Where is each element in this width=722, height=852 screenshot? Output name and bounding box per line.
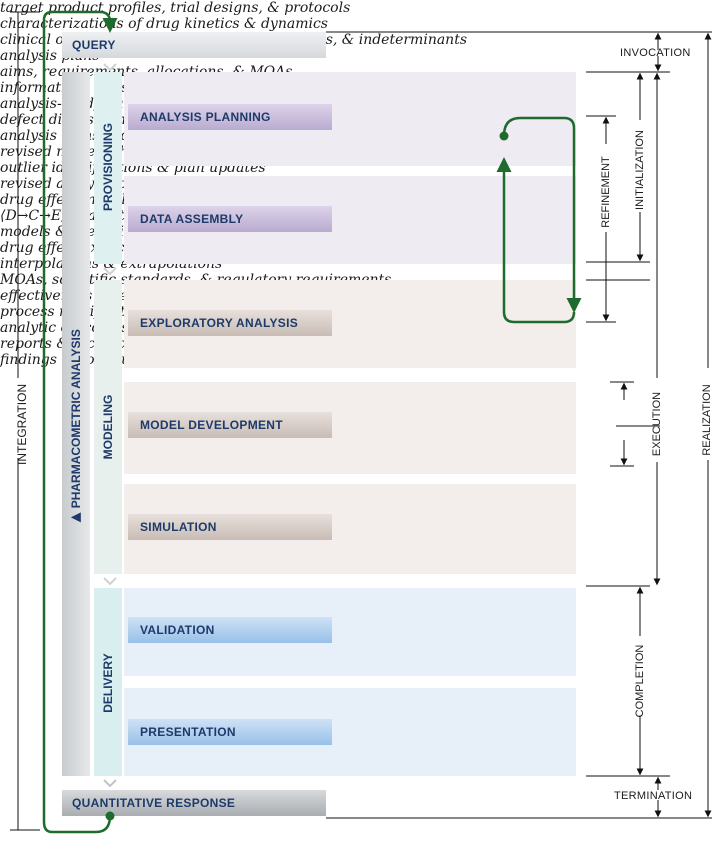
integration-loop-dot — [105, 811, 115, 821]
provisioning-tab — [94, 72, 122, 264]
process-bar-validation: VALIDATION — [128, 617, 332, 643]
refinement-return — [496, 157, 576, 324]
chevron-down-icon — [103, 63, 117, 72]
chevron-down-icon — [103, 779, 117, 788]
chevron-down-icon — [103, 267, 117, 276]
termination-label: TERMINATION — [614, 790, 693, 802]
process-bar-exploratory-analysis: EXPLORATORY ANALYSIS — [128, 310, 332, 336]
invocation-label: INVOCATION — [620, 47, 691, 59]
process-bar-data-assembly: DATA ASSEMBLY — [128, 206, 332, 232]
process-bar-analysis-planning: ANALYSIS PLANNING — [128, 104, 332, 130]
delivery-tab — [94, 588, 122, 776]
pma-sidebar — [62, 72, 90, 776]
integration-loop — [42, 10, 118, 834]
bottom-note: characterizations of drug kinetics & dyn… — [0, 16, 328, 32]
refinement-loop — [502, 116, 582, 313]
query-bar: QUERY — [62, 32, 326, 58]
modeling-tab — [94, 280, 122, 574]
quantitative-response-bar: QUANTITATIVE RESPONSE — [62, 790, 326, 816]
process-bar-presentation: PRESENTATION — [128, 719, 332, 745]
process-bar-model-development: MODEL DEVELOPMENT — [128, 412, 332, 438]
refinement-loop-dot — [499, 131, 509, 141]
chevron-down-icon — [103, 577, 117, 586]
process-bar-simulation: SIMULATION — [128, 514, 332, 540]
